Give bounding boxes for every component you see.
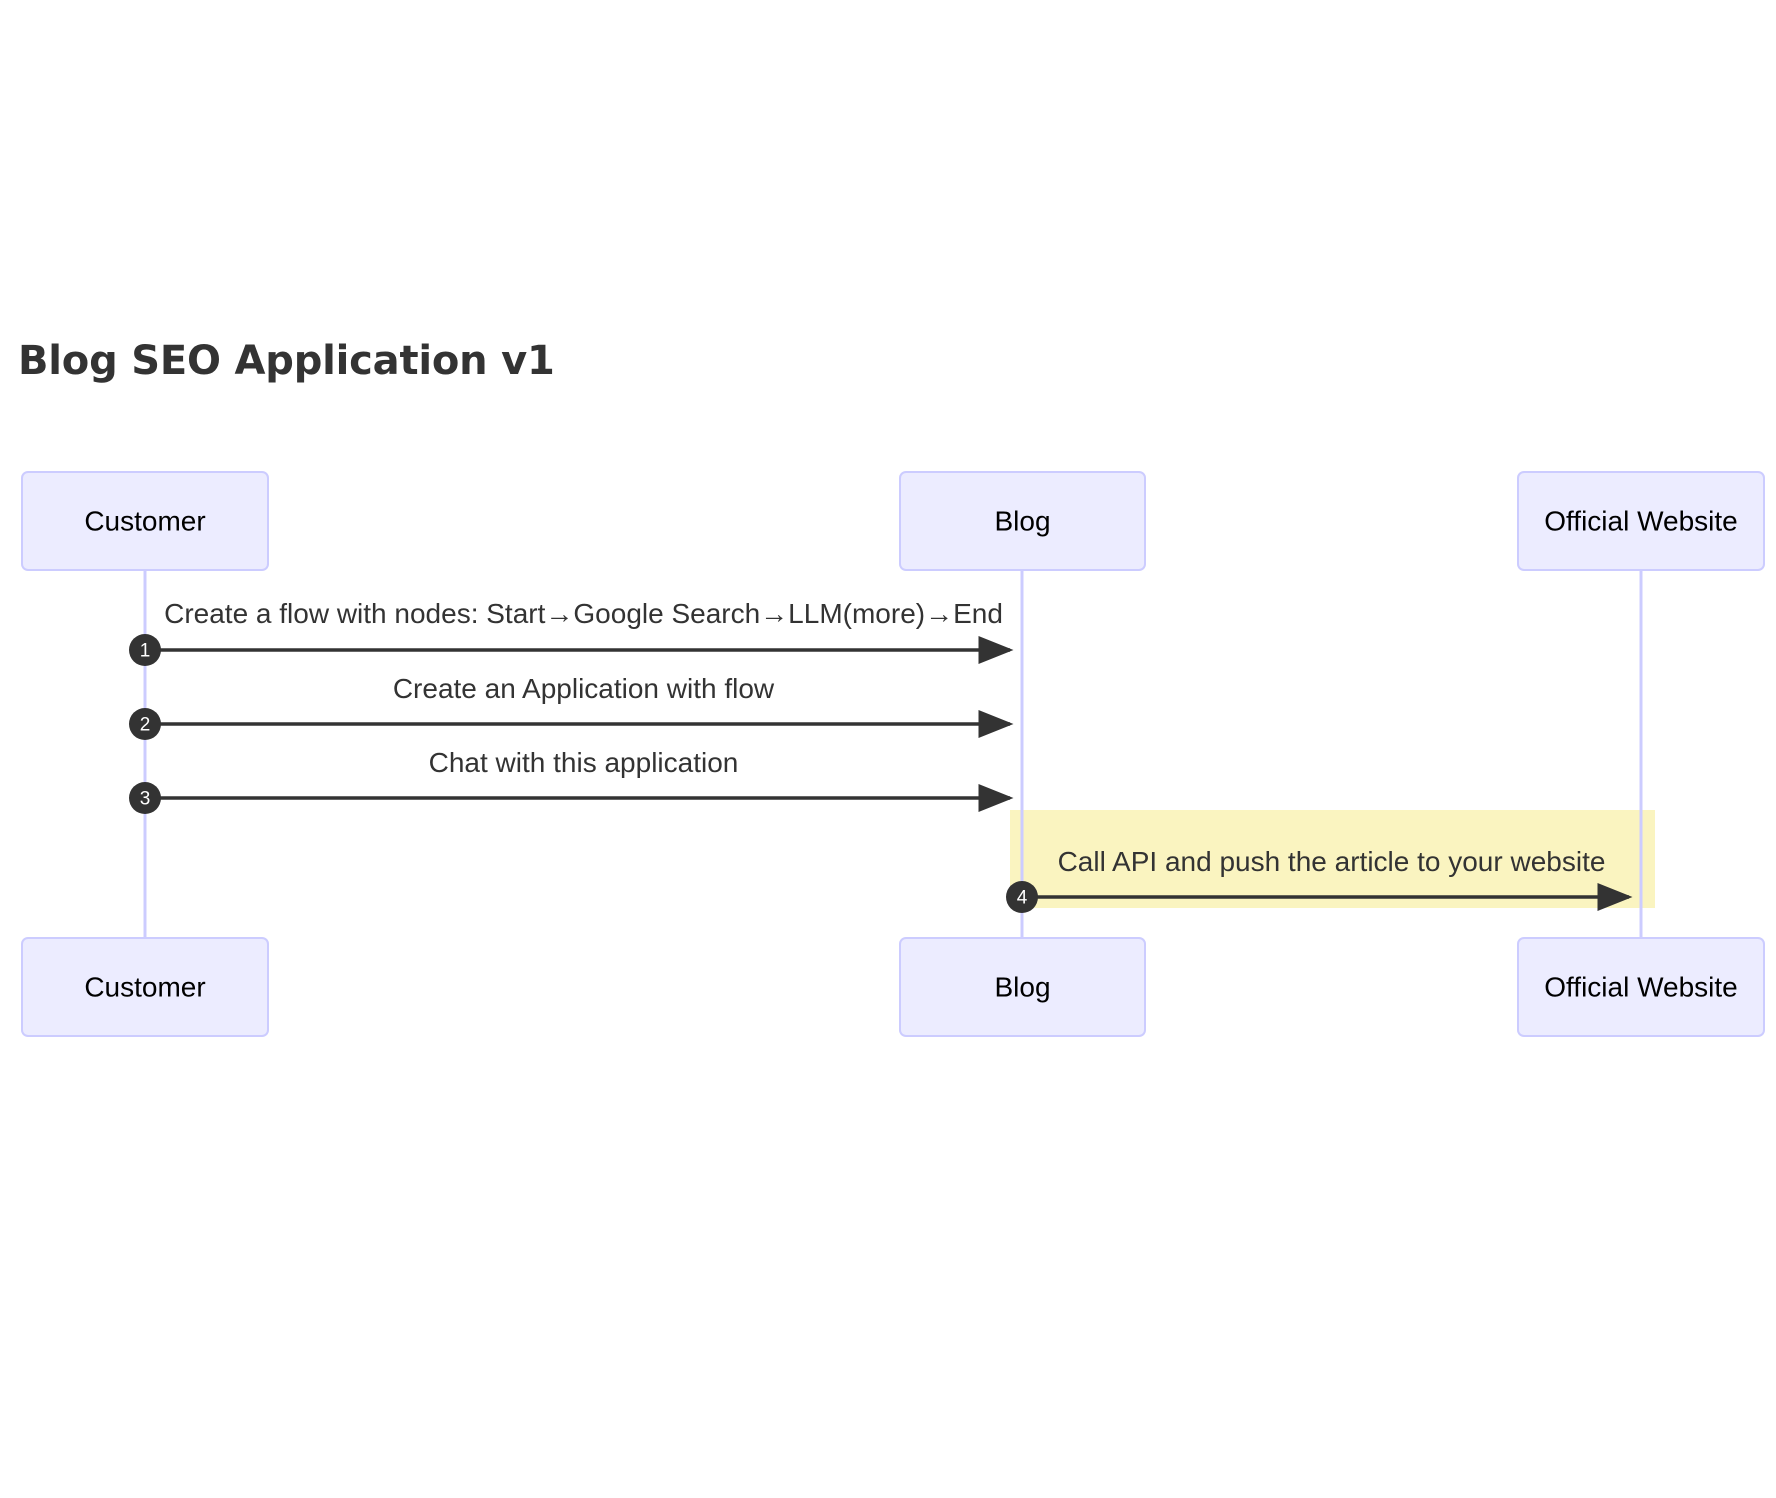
participant-label-official-website-top: Official Website xyxy=(1544,505,1737,536)
message-3[interactable]: 3 Chat with this application xyxy=(129,747,1014,814)
participant-box-customer-top[interactable] xyxy=(21,471,269,571)
message-1[interactable]: 1 Create a flow with nodes: Start→Google … xyxy=(129,598,1014,666)
message-label-1: Create a flow with nodes: Start→Google S… xyxy=(164,598,1003,629)
messages-group: 1 Create a flow with nodes: Start→Google … xyxy=(129,598,1633,913)
lifelines-group xyxy=(143,570,1643,938)
message-sequence-badge-2 xyxy=(129,708,161,740)
participant-label-customer-top: Customer xyxy=(84,505,205,536)
participant-label-blog-top: Blog xyxy=(994,505,1050,536)
message-label-4: Call API and push the article to your we… xyxy=(1058,846,1606,877)
page-title: Blog SEO Application v1 xyxy=(18,338,555,384)
message-highlight-band xyxy=(1010,810,1655,908)
message-label-3: Chat with this application xyxy=(429,747,739,778)
message-label-2: Create an Application with flow xyxy=(393,673,775,704)
message-4[interactable]: 4 Call API and push the article to your w… xyxy=(1006,846,1633,913)
message-sequence-number-1: 1 xyxy=(140,641,151,662)
participant-box-blog-bottom[interactable] xyxy=(899,937,1146,1037)
participant-boxes-bottom: Customer Blog Official Website xyxy=(21,937,1765,1037)
participant-label-official-website-bottom: Official Website xyxy=(1544,971,1737,1002)
message-sequence-number-3: 3 xyxy=(140,789,151,810)
message-sequence-badge-4 xyxy=(1006,881,1038,913)
participant-label-customer-bottom: Customer xyxy=(84,971,205,1002)
message-sequence-number-4: 4 xyxy=(1017,888,1028,909)
message-2[interactable]: 2 Create an Application with flow xyxy=(129,673,1014,740)
message-sequence-badge-1 xyxy=(129,634,161,666)
message-sequence-badge-3 xyxy=(129,782,161,814)
participant-box-customer-bottom[interactable] xyxy=(21,937,269,1037)
participant-label-blog-bottom: Blog xyxy=(994,971,1050,1002)
participant-boxes-top: Customer Blog Official Website xyxy=(21,471,1765,571)
participant-box-official-website-top[interactable] xyxy=(1517,471,1765,571)
participant-box-blog-top[interactable] xyxy=(899,471,1146,571)
message-sequence-number-2: 2 xyxy=(140,715,151,736)
participant-box-official-website-bottom[interactable] xyxy=(1517,937,1765,1037)
